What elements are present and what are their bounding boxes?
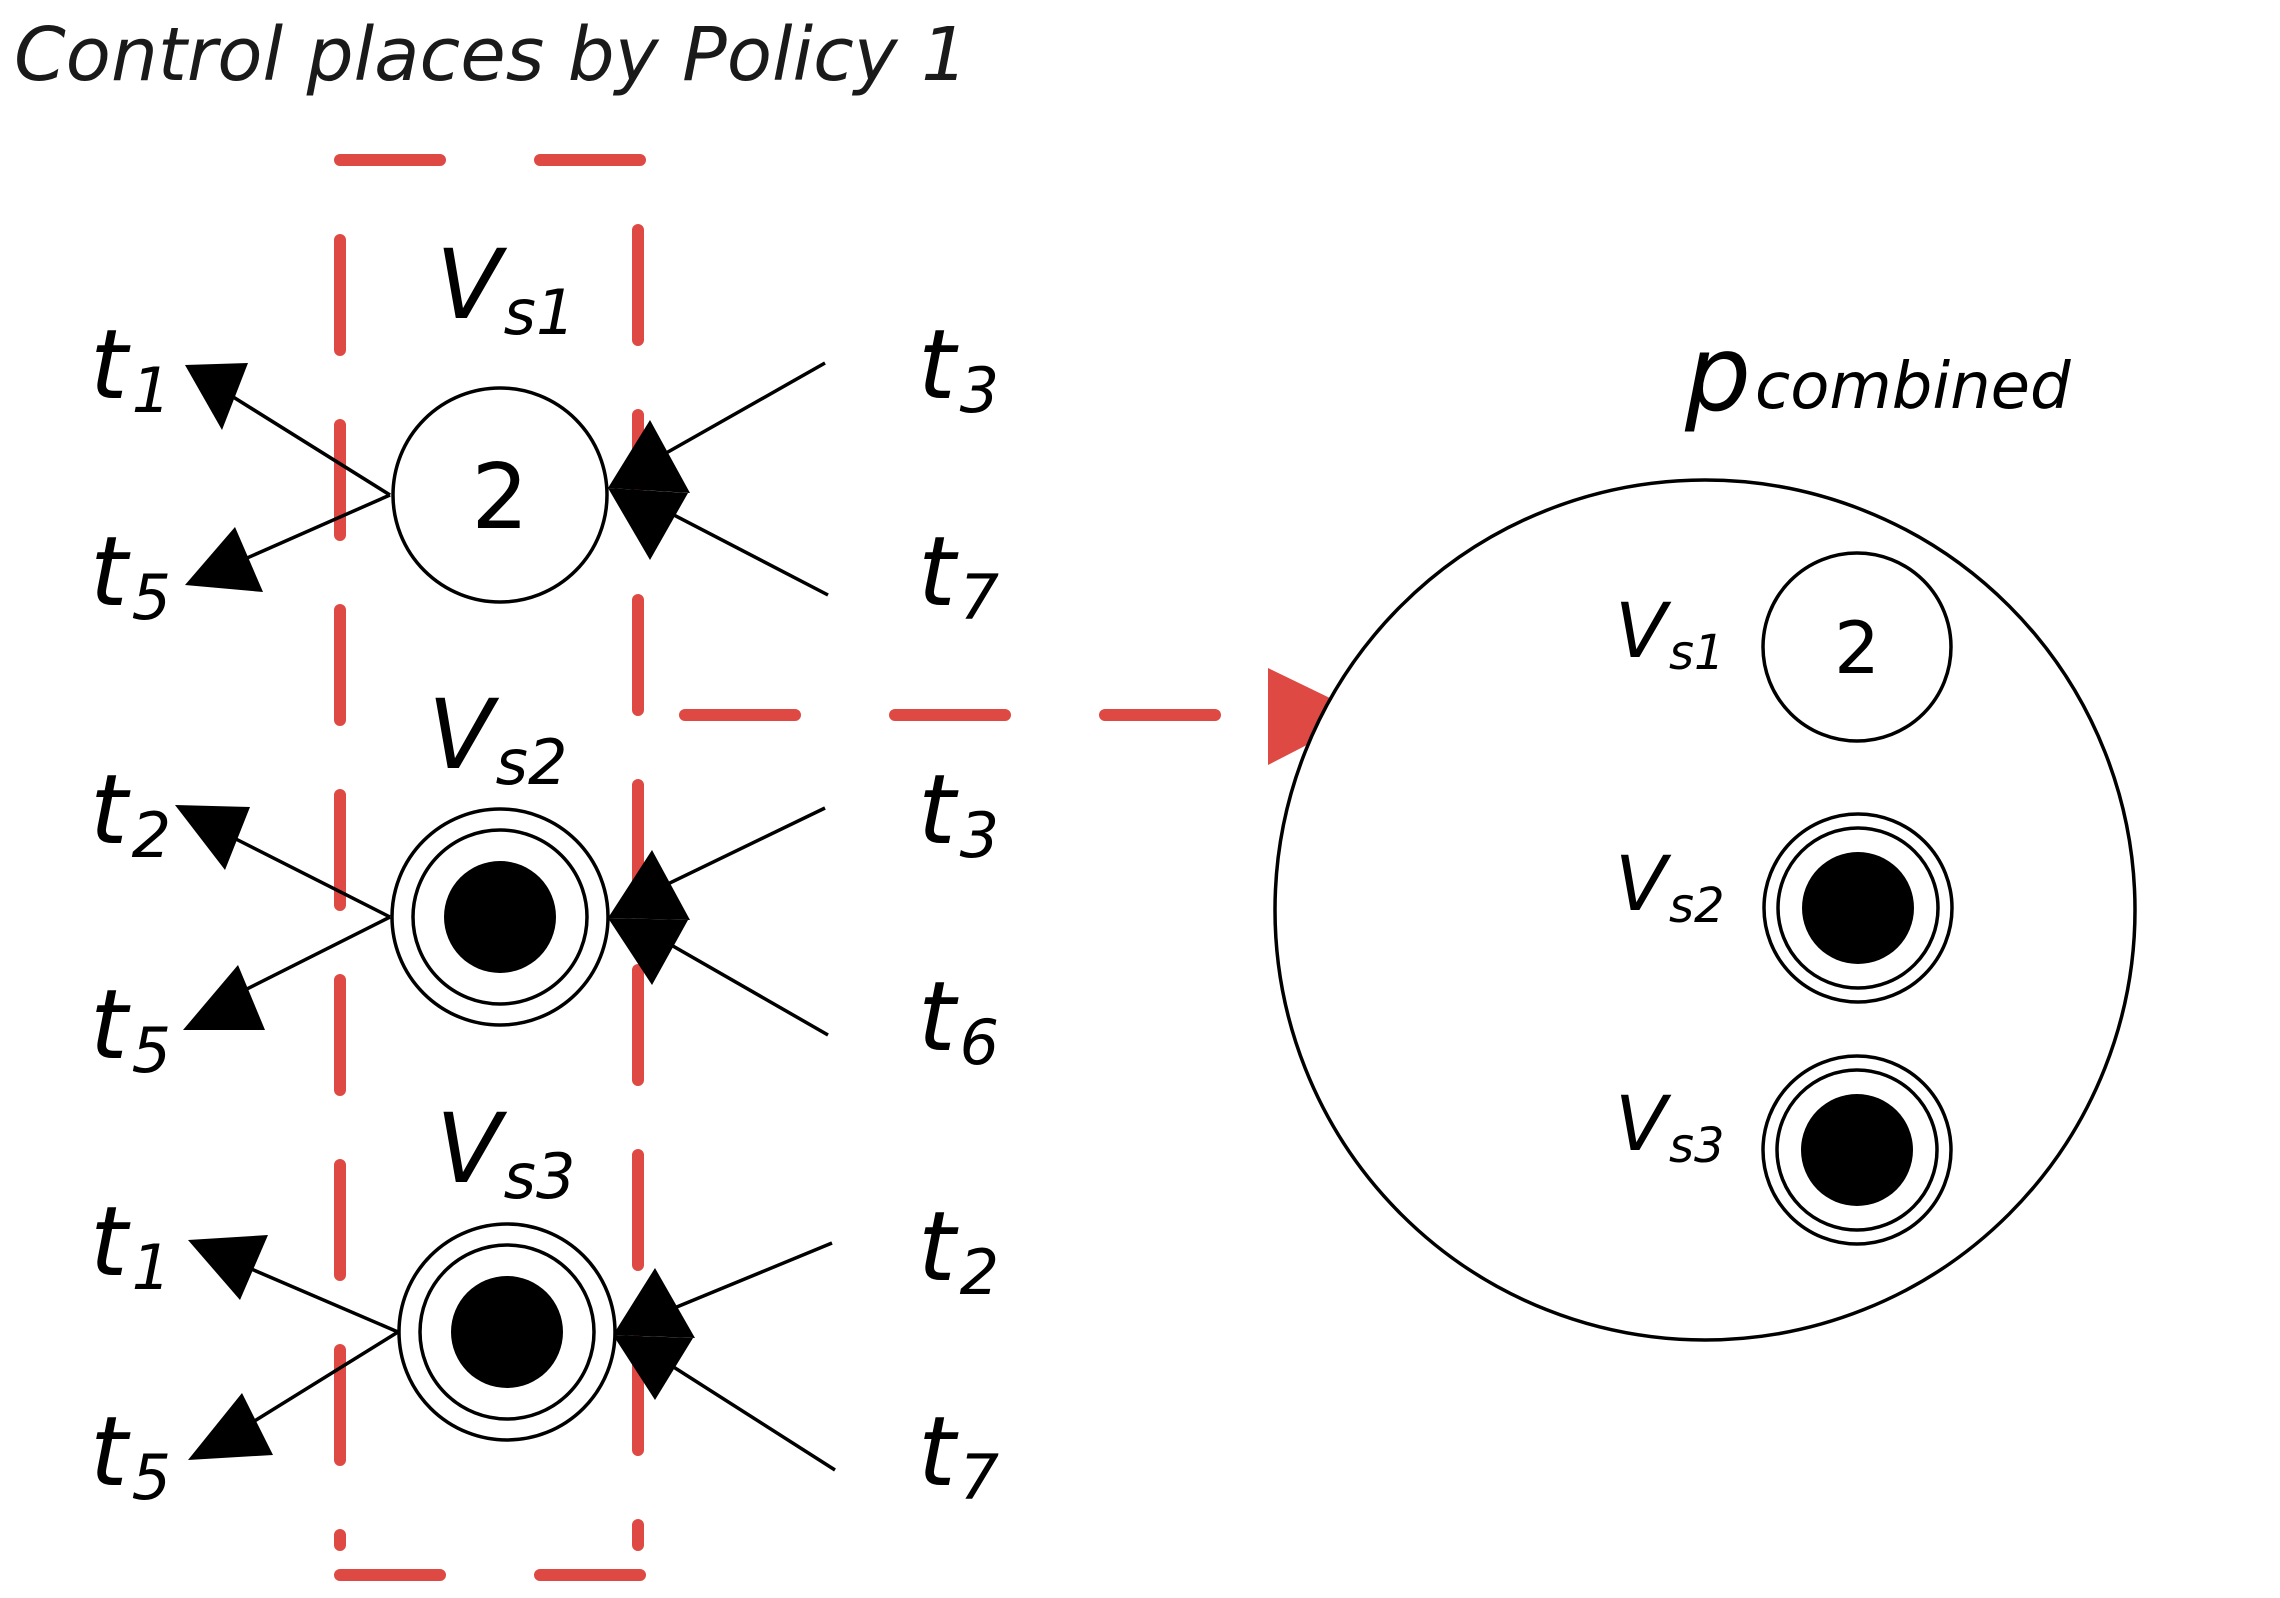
transition-label-t7: t7 <box>918 516 999 634</box>
arc-t3-to-vs1 <box>644 361 826 467</box>
arrowhead-vs2-lower-icon <box>608 918 688 985</box>
arc-t7-to-vs1 <box>644 498 829 597</box>
control-place-vs1: Vs1 2 t1 t5 t3 t7 <box>90 229 999 634</box>
merge-arrow-head-icon <box>1268 668 1365 765</box>
transition-label-t3: t3 <box>918 309 999 427</box>
place-label-vs3: Vs3 <box>436 1093 575 1213</box>
arrowhead-vs2-upper-icon <box>608 850 690 920</box>
arrowhead-vs1-lower-icon <box>608 488 688 560</box>
combined-member-token-vs2-icon <box>1802 852 1914 964</box>
arrowhead-t5-icon <box>183 965 265 1030</box>
transition-label-t3: t3 <box>918 754 999 872</box>
transition-label-t5: t5 <box>90 516 171 634</box>
control-place-vs3: Vs3 t1 t5 t2 t7 <box>90 1093 999 1514</box>
arc-vs2-to-t2 <box>227 833 391 919</box>
arrowhead-t1-icon <box>188 1235 268 1300</box>
arc-vs3-to-t5 <box>239 1330 399 1432</box>
arrowhead-t1-icon <box>185 363 248 430</box>
transition-label-t2: t2 <box>918 1191 999 1309</box>
place-label-vs1: Vs1 <box>436 229 575 349</box>
transition-label-t2: t2 <box>90 754 171 872</box>
arrowhead-vs1-upper-icon <box>608 420 690 493</box>
combined-member-label-vs3: Vs3 <box>1615 1079 1725 1174</box>
transition-label-t5: t5 <box>90 969 171 1087</box>
transition-label-t1: t1 <box>90 309 171 427</box>
token-vs2-icon <box>444 861 556 973</box>
arrowhead-vs3-upper-icon <box>613 1268 695 1338</box>
combined-member-label-vs2: Vs2 <box>1615 839 1725 934</box>
transition-label-t1: t1 <box>90 1186 171 1304</box>
combined-place-label: pcombined <box>1684 313 2071 435</box>
arrowhead-t5-icon <box>188 1393 273 1460</box>
transition-label-t7: t7 <box>918 1396 999 1514</box>
combined-member-token-vs3-icon <box>1801 1094 1913 1206</box>
transition-label-t6: t6 <box>918 961 999 1079</box>
arrowhead-t2-icon <box>175 805 250 870</box>
token-vs3-icon <box>451 1276 563 1388</box>
combined-member-circle-vs1 <box>1761 551 1953 743</box>
transition-label-t5: t5 <box>90 1396 171 1514</box>
arrowhead-vs3-lower-icon <box>613 1335 693 1400</box>
arc-vs1-to-t5 <box>237 493 391 564</box>
combined-member-label-vs1: Vs1 <box>1615 586 1725 681</box>
arc-vs3-to-t1 <box>234 1260 399 1334</box>
arc-t7-to-vs3 <box>649 1350 836 1472</box>
arc-t3-to-vs2 <box>644 806 826 897</box>
arc-t2-to-vs3 <box>649 1241 833 1320</box>
marking-count-vs1: 2 <box>471 445 528 550</box>
place-label-vs2: Vs2 <box>428 679 567 799</box>
combined-place: pcombined Vs1 2 Vs2 Vs3 <box>1273 313 2137 1342</box>
merge-arrow <box>679 668 1365 765</box>
place-circle-vs1 <box>391 386 609 604</box>
arrowhead-t5-icon <box>185 527 263 592</box>
arc-vs2-to-t5 <box>234 915 391 997</box>
arc-vs1-to-t1 <box>229 393 391 497</box>
combined-member-count-vs1: 2 <box>1834 606 1880 690</box>
diagram-title: Control places by Policy 1 <box>14 12 968 98</box>
arc-t6-to-vs2 <box>644 928 829 1037</box>
control-place-vs2: Vs2 t2 t5 t3 t6 <box>90 679 999 1087</box>
